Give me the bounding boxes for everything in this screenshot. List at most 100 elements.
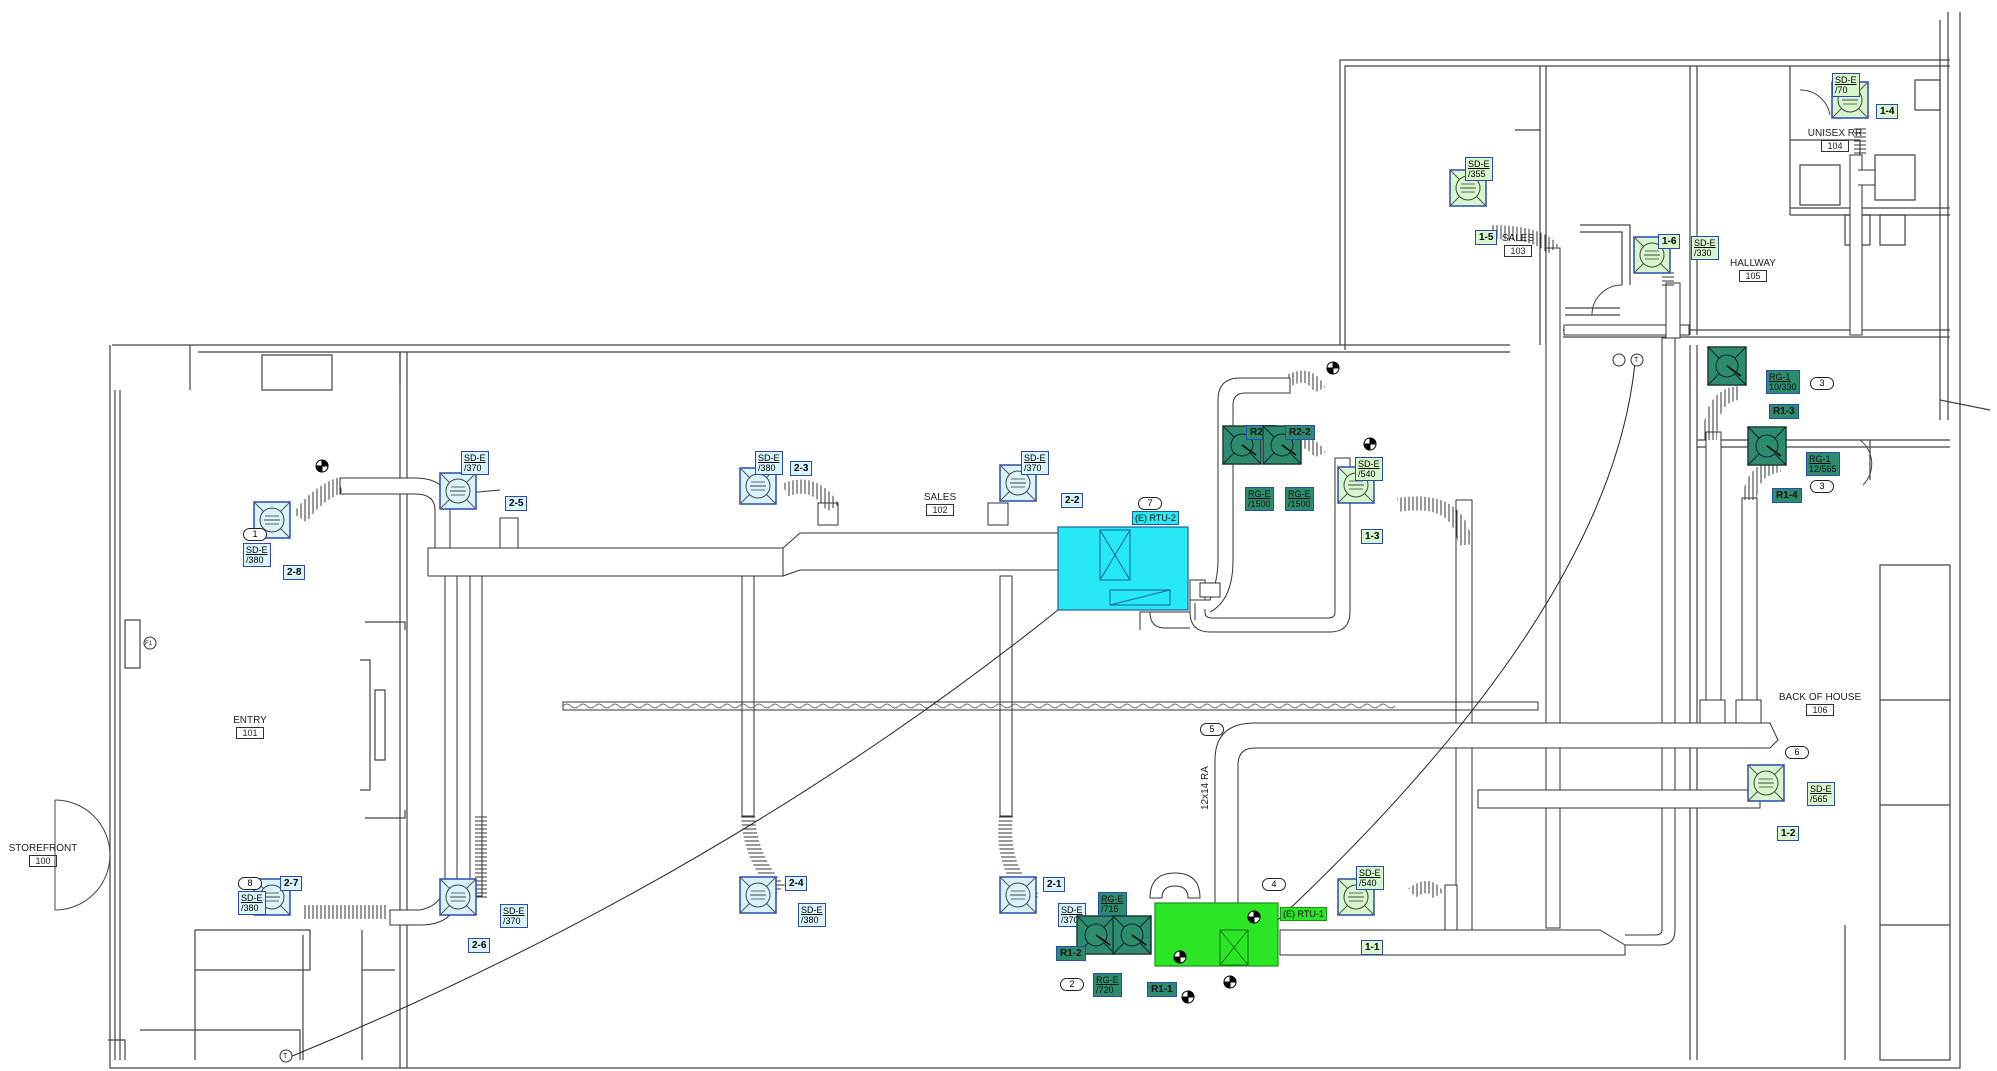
diffuser-cfm: /355 [1468, 169, 1486, 179]
room-name: UNISEX RR [1807, 128, 1863, 139]
return-grille-R1-4[interactable] [1747, 426, 1787, 466]
diffuser-cfm: /370 [1061, 915, 1079, 925]
diffuser-tag-1-2: SD-E/565 [1807, 782, 1835, 806]
thermostat-symbols [143, 353, 1644, 1063]
room-name: SALES [923, 492, 957, 503]
return-tag-R2-2: RG-E/1500 [1285, 487, 1314, 511]
grille-cfm: /1500 [1248, 499, 1271, 509]
room-number: 104 [1821, 140, 1849, 152]
return-grille-R1-3[interactable] [1707, 346, 1747, 386]
diffuser-id-2-8: 2-8 [283, 565, 306, 580]
diffuser-tag-2-4: SD-E/380 [798, 903, 826, 927]
diffuser-type: SD-E [758, 453, 780, 463]
diffuser-tag-2-8: SD-E/380 [243, 543, 271, 567]
return-grille-R1-2[interactable] [1076, 915, 1116, 955]
room-name: BACK OF HOUSE [1778, 692, 1862, 703]
return-id-R1-2: R1-2 [1056, 946, 1086, 961]
diffuser-tag-2-7: SD-E/380 [238, 891, 266, 915]
room-name: ENTRY [233, 715, 267, 726]
callout-bubble: 3 [1810, 377, 1834, 390]
rtu-2-label[interactable]: (E) RTU-2 [1132, 511, 1179, 525]
diffuser-type: SD-E [1024, 453, 1046, 463]
diffuser-id-1-4: 1-4 [1876, 104, 1899, 119]
diffuser-id-1-3: 1-3 [1361, 529, 1384, 544]
room-number: 105 [1739, 270, 1767, 282]
diffuser-tag-2-5: SD-E/370 [461, 451, 489, 475]
supply-diffuser-2-5[interactable] [439, 472, 477, 510]
duct-size-label: 12x14 RA [1200, 766, 1211, 810]
diffuser-id-2-2: 2-2 [1061, 493, 1084, 508]
diffuser-id-2-5: 2-5 [505, 496, 528, 511]
diffuser-type: SD-E [503, 906, 525, 916]
supply-diffuser-2-4[interactable] [739, 876, 777, 914]
room-label-hallway: HALLWAY 105 [1718, 258, 1788, 282]
diffuser-cfm: /380 [241, 903, 259, 913]
sensor-symbol-label: F1 [145, 641, 153, 647]
supply-diffuser-2-6[interactable] [439, 878, 477, 916]
diffuser-tag-2-6: SD-E/370 [500, 904, 528, 928]
supply-trunk-rtu1 [1279, 154, 1876, 956]
diffuser-cfm: /370 [503, 916, 521, 926]
diffuser-tag-1-5: SD-E/355 [1465, 157, 1493, 181]
diffuser-tag-2-3: SD-E/380 [755, 451, 783, 475]
diffuser-id-2-3: 2-3 [790, 461, 813, 476]
diffuser-id-1-1: 1-1 [1361, 940, 1384, 955]
grille-type: RG-E [1101, 894, 1124, 904]
diffuser-type: SD-E [246, 545, 268, 555]
damper-symbols [315, 361, 1377, 1004]
diffuser-id-1-6: 1-6 [1658, 234, 1681, 249]
return-id-R1-1: R1-1 [1147, 982, 1177, 997]
room-name: STOREFRONT [8, 843, 78, 854]
diffuser-id-2-7: 2-7 [280, 876, 303, 891]
supply-diffuser-2-1[interactable] [999, 876, 1037, 914]
diffuser-id-2-4: 2-4 [785, 876, 808, 891]
supply-diffuser-1-6[interactable] [1633, 236, 1671, 274]
return-grille-R1-1[interactable] [1112, 915, 1152, 955]
diffuser-id-2-1: 2-1 [1043, 877, 1066, 892]
room-label-unisex-rr: UNISEX RR 104 [1795, 128, 1875, 152]
room-number: 101 [236, 727, 264, 739]
diffuser-type: SD-E [1694, 238, 1716, 248]
return-grille-R2-1[interactable] [1222, 425, 1262, 465]
callout-bubble: 7 [1138, 497, 1162, 510]
diffuser-tag-2-1: SD-E/370 [1058, 903, 1086, 927]
thermostat-symbol-label: T [1634, 357, 1639, 364]
diffuser-cfm: /380 [758, 463, 776, 473]
grille-cfm: /720 [1096, 985, 1114, 995]
callout-bubble: 3 [1810, 480, 1834, 493]
callout-bubble: 4 [1262, 878, 1286, 891]
diffuser-cfm: /70 [1835, 85, 1848, 95]
diffuser-cfm: /540 [1359, 878, 1377, 888]
rtu-1-label[interactable]: (E) RTU-1 [1280, 907, 1327, 921]
diffuser-tag-2-2: SD-E/370 [1021, 451, 1049, 475]
diffuser-cfm: /330 [1694, 248, 1712, 258]
return-tag-R2-1: RG-E/1500 [1245, 487, 1274, 511]
building-walls [108, 12, 1991, 1069]
diffuser-type: SD-E [1359, 868, 1381, 878]
grille-cfm: 10/330 [1769, 382, 1797, 392]
grille-type: RG-E [1288, 489, 1311, 499]
callout-bubble-5: 5 [1200, 723, 1224, 736]
room-label-back-of-house: BACK OF HOUSE 106 [1770, 692, 1870, 716]
room-label-entry: ENTRY 101 [215, 715, 285, 739]
diffuser-type: SD-E [1835, 75, 1857, 85]
diffuser-cfm: /380 [801, 915, 819, 925]
grille-cfm: 12/565 [1809, 464, 1837, 474]
diffuser-type: SD-E [1810, 784, 1832, 794]
room-label-sales-103: SALES 103 [1488, 233, 1548, 257]
diffuser-type: SD-E [464, 453, 486, 463]
diffuser-type: SD-E [241, 893, 263, 903]
supply-diffuser-1-2[interactable] [1747, 764, 1785, 802]
insulated-wall-strip [562, 701, 1539, 711]
diffuser-tag-1-1: SD-E/540 [1356, 866, 1384, 890]
diffuser-id-1-2: 1-2 [1777, 826, 1800, 841]
diffuser-type: SD-E [1061, 905, 1083, 915]
room-label-sales-102: SALES 102 [910, 492, 970, 516]
callout-bubble: 1 [243, 528, 267, 541]
diffuser-cfm: /380 [246, 555, 264, 565]
grille-cfm: /715 [1101, 904, 1119, 914]
diffuser-cfm: /370 [1024, 463, 1042, 473]
diffuser-cfm: /540 [1358, 469, 1376, 479]
